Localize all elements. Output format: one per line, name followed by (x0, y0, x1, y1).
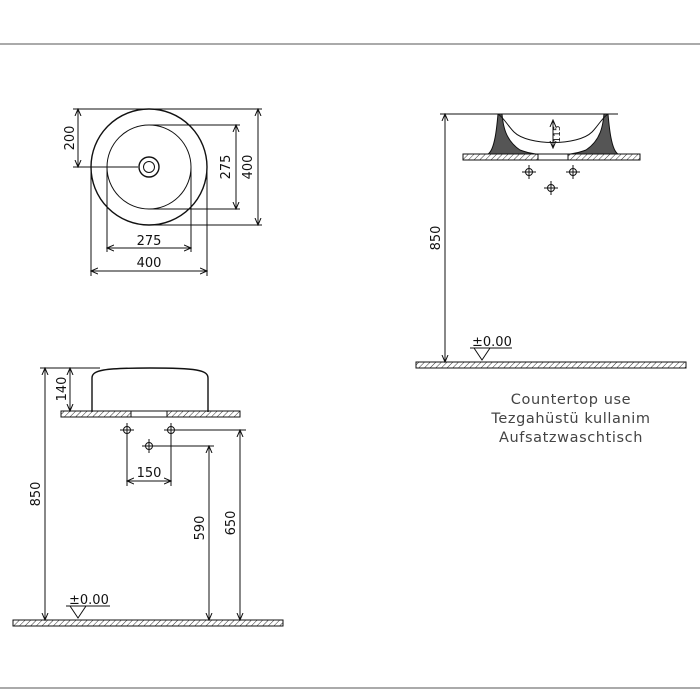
drain-section (537, 153, 569, 161)
dim-outer-horizontal: 400 (137, 256, 162, 271)
description-en: Countertop use (511, 392, 631, 408)
basin-front-outline (91, 367, 209, 412)
front-view: 140 150 850 590 650 ±0.00 (12, 367, 284, 627)
front-floor-level-label: ±0.00 (69, 593, 109, 608)
description-block: Countertop use Tezgahüstü kullanim Aufsa… (490, 392, 650, 446)
dim-inner-horizontal: 275 (137, 234, 162, 249)
dim-hole-spacing: 150 (137, 466, 162, 481)
front-floor (12, 619, 284, 627)
section-view: 115 850 ±0.00 (415, 114, 687, 369)
drain-outer-circle (138, 156, 160, 178)
floor-level-label: ±0.00 (472, 335, 512, 350)
dim-depth: 115 (553, 125, 563, 142)
description-de: Aufsatzwaschtisch (499, 430, 643, 446)
dim-outer-vertical: 400 (241, 155, 256, 180)
floor-section (415, 361, 687, 369)
drain-inner-circle (143, 161, 155, 173)
dim-drain-offset: 200 (63, 126, 78, 151)
dim-total-height: 850 (29, 482, 44, 507)
dim-inner-vertical: 275 (219, 155, 234, 180)
description-tr: Tezgahüstü kullanim (490, 411, 650, 427)
dim-drain-height: 590 (193, 516, 208, 541)
plan-view: 200 275 400 275 400 (63, 109, 262, 276)
dim-bowl-height: 140 (55, 377, 70, 402)
dim-section-height: 850 (429, 226, 444, 251)
dim-supply-height: 650 (224, 511, 239, 536)
